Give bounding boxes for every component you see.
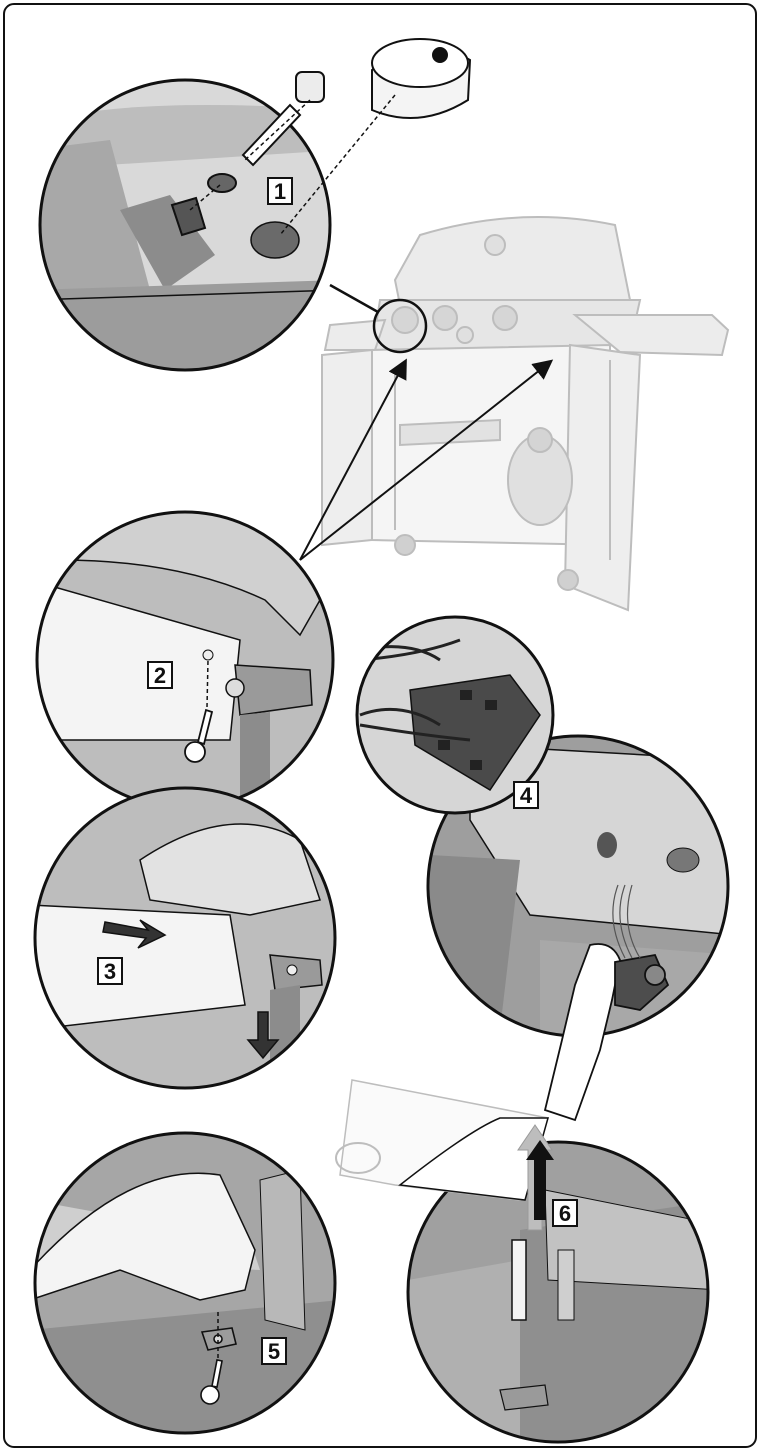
step-badge-2: 2 (147, 661, 173, 689)
step-number-6: 6 (559, 1201, 571, 1226)
wire-connector-icon (409, 674, 541, 792)
panel-edge (398, 1117, 549, 1201)
leader-line-1 (329, 283, 379, 314)
bracket-icon (200, 1327, 237, 1351)
assembly-guides-1 (189, 94, 396, 236)
step-badge-4: 4 (513, 781, 539, 809)
step-number-1: 1 (274, 179, 286, 204)
step-badge-6: 6 (552, 1199, 578, 1227)
step-badge-3: 3 (97, 957, 123, 985)
screw-guide-2 (206, 659, 209, 708)
detail-circle-2 (35, 510, 335, 810)
detail-circle-4-inset (355, 615, 555, 815)
screw-icon-5 (200, 1359, 223, 1405)
step-badge-1: 1 (267, 177, 293, 205)
lift-arrow-icon (526, 1140, 554, 1220)
panel-knob-hole (335, 1142, 381, 1174)
screw-icon (184, 708, 214, 763)
step-number-3: 3 (104, 959, 116, 984)
pointer-arrow-a (299, 358, 407, 561)
slide-arrow-icon (102, 919, 167, 949)
wires (612, 884, 641, 959)
drop-arrow-icon (246, 1011, 280, 1060)
detail-circle-5 (33, 1131, 337, 1435)
grill-icon (321, 216, 730, 612)
step-badge-5: 5 (261, 1337, 287, 1365)
step-number-5: 5 (268, 1339, 280, 1364)
hand-icon (543, 943, 670, 1122)
pointer-arrow-b (299, 359, 554, 561)
step-number-2: 2 (154, 663, 166, 688)
knob-highlight-ring (372, 298, 428, 354)
panel-hook (511, 1239, 527, 1321)
step-number-4: 4 (520, 783, 533, 808)
